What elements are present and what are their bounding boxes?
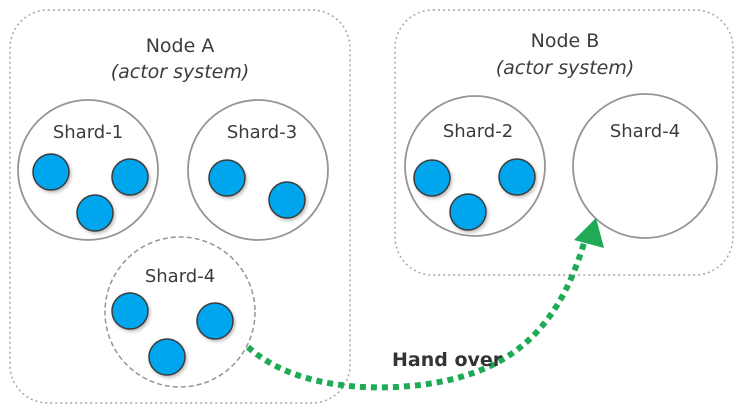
- shard-3: Shard-3: [187, 99, 329, 241]
- actor: [196, 302, 234, 340]
- node-a-title: Node A: [146, 35, 215, 57]
- actor: [498, 158, 536, 196]
- actor: [32, 153, 70, 191]
- node-b-title: Node B: [531, 30, 600, 52]
- shard-4-source: Shard-4: [104, 236, 256, 388]
- actor: [449, 193, 487, 231]
- actor: [413, 159, 451, 197]
- shard-3-circle: [187, 99, 329, 241]
- handover-arrowhead-icon: [574, 218, 604, 248]
- shard-4-source-circle: [104, 236, 256, 388]
- shard-1: Shard-1: [17, 99, 159, 241]
- actor: [76, 194, 114, 232]
- shard-4-target-label: Shard-4: [610, 121, 680, 142]
- shard-2: Shard-2: [404, 95, 546, 237]
- handover-label: Hand over: [392, 349, 503, 371]
- node-a-subtitle: (actor system): [111, 61, 250, 83]
- handover-arrow-path: [245, 242, 587, 391]
- shard-2-label: Shard-2: [443, 121, 513, 142]
- shard-4-source-label: Shard-4: [145, 266, 215, 287]
- shard-3-label: Shard-3: [227, 122, 297, 143]
- node-b-subtitle: (actor system): [496, 57, 635, 79]
- shard-2-circle: [404, 95, 546, 237]
- handover-arrow: Hand over: [245, 218, 604, 391]
- shard-1-label: Shard-1: [53, 122, 123, 143]
- actor: [111, 158, 149, 196]
- actor: [148, 338, 186, 376]
- shard-4-target: Shard-4: [572, 93, 718, 239]
- actor: [111, 292, 149, 330]
- actor: [268, 181, 306, 219]
- actor: [208, 159, 246, 197]
- shard-1-circle: [17, 99, 159, 241]
- shard-4-target-circle: [572, 93, 718, 239]
